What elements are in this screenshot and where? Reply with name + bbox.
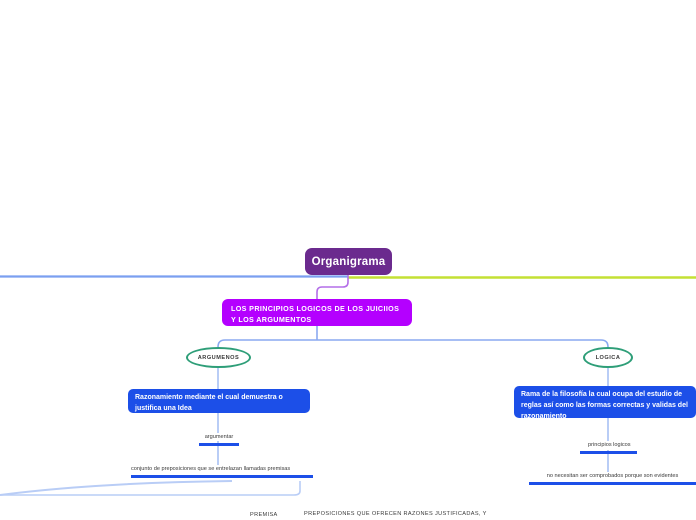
leaf-argumentar-label: argumentar: [204, 434, 234, 440]
node-branch-logica-label: LOGICA: [595, 354, 621, 361]
leaf-conjunto-preposiciones[interactable]: conjunto de preposiciones que se entrela…: [131, 465, 313, 479]
edge-bus-to-right-ellipse: [317, 339, 609, 348]
node-logica-detail-label: Rama de la filosofía la cual ocupa del e…: [521, 391, 688, 420]
caption-premisa: PREMISA: [250, 512, 278, 518]
leaf-principios-logicos-bar: [580, 451, 637, 455]
node-argumentos-detail[interactable]: Razonamiento mediante el cual demuestra …: [128, 389, 310, 413]
node-argumentos-detail-label: Razonamiento mediante el cual demuestra …: [135, 394, 283, 412]
node-logica-detail[interactable]: Rama de la filosofía la cual ocupa del e…: [514, 386, 696, 420]
edge-left-leaf2-to-caption: [0, 481, 301, 496]
node-branch-argumentos-ellipse[interactable]: ARGUMENOS: [186, 347, 251, 368]
node-branch-logica-ellipse[interactable]: LOGICA: [583, 347, 633, 368]
leaf-principios-logicos[interactable]: principios logicos: [580, 441, 637, 455]
leaf-argumentar[interactable]: argumentar: [199, 433, 239, 447]
node-root-label: Organigrama: [311, 255, 386, 268]
node-root[interactable]: Organigrama: [305, 248, 392, 275]
edge-root-to-level1: [316, 275, 349, 299]
leaf-principios-logicos-label: principios logicos: [588, 442, 631, 448]
node-level1-label: LOS PRINCIPIOS LOGICOS DE LOS JUICIIOS Y…: [231, 304, 400, 324]
leaf-conjunto-preposiciones-label: conjunto de preposiciones que se entrela…: [131, 466, 291, 472]
caption-preposiciones: PREPOSICIONES QUE OFRECEN RAZONES JUSTIF…: [304, 511, 487, 517]
node-level1[interactable]: LOS PRINCIPIOS LOGICOS DE LOS JUICIIOS Y…: [222, 299, 412, 326]
leaf-conjunto-preposiciones-bar: [131, 475, 313, 479]
leaf-argumentar-bar: [199, 443, 239, 447]
leaf-no-necesitan-comprobados-label: no necesitan ser comprobados porque son …: [546, 473, 679, 479]
edge-bus-to-left-ellipse: [217, 339, 317, 348]
node-branch-argumentos-label: ARGUMENOS: [197, 354, 240, 361]
decorative-curve: [0, 480, 233, 496]
leaf-no-necesitan-comprobados[interactable]: no necesitan ser comprobados porque son …: [529, 472, 696, 486]
leaf-no-necesitan-comprobados-bar: [529, 482, 696, 486]
